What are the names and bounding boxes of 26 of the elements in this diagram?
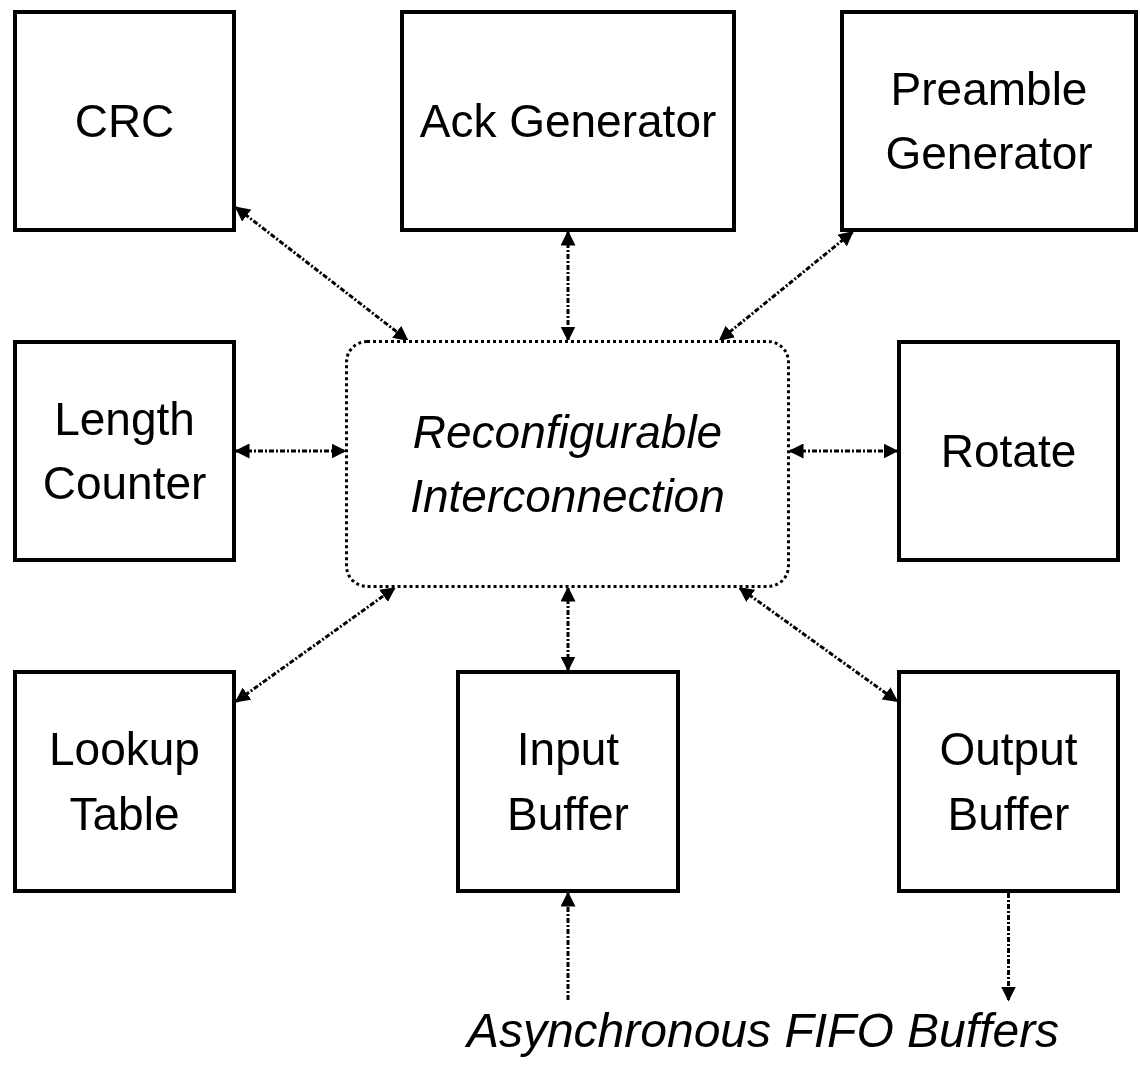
box-label: Rotate bbox=[939, 423, 1078, 479]
arrow bbox=[738, 586, 899, 703]
arrow bbox=[1001, 893, 1016, 1002]
arrow bbox=[560, 586, 576, 672]
interconnect-box bbox=[345, 340, 790, 588]
process-box bbox=[897, 340, 1120, 562]
box-label: Reconfigurable Interconnection bbox=[409, 404, 726, 524]
box-label: Output Buffer bbox=[938, 722, 1079, 842]
process-box bbox=[400, 10, 736, 232]
box-label: Preamble Generator bbox=[884, 61, 1094, 181]
process-box bbox=[897, 670, 1120, 893]
process-box bbox=[13, 340, 236, 562]
box-label: Length Counter bbox=[41, 391, 208, 511]
arrow bbox=[788, 443, 899, 459]
box-label: Lookup Table bbox=[48, 722, 201, 842]
process-box bbox=[13, 10, 236, 232]
process-box bbox=[456, 670, 680, 893]
arrow bbox=[718, 230, 854, 342]
box-label: Ack Generator bbox=[418, 93, 718, 149]
arrow bbox=[560, 891, 576, 1000]
caption-text: Asynchronous FIFO Buffers bbox=[464, 1003, 1061, 1060]
box-label: CRC bbox=[73, 93, 176, 149]
process-box bbox=[13, 670, 236, 893]
arrow bbox=[560, 230, 576, 342]
box-label: Input Buffer bbox=[506, 722, 630, 842]
process-box bbox=[840, 10, 1138, 232]
